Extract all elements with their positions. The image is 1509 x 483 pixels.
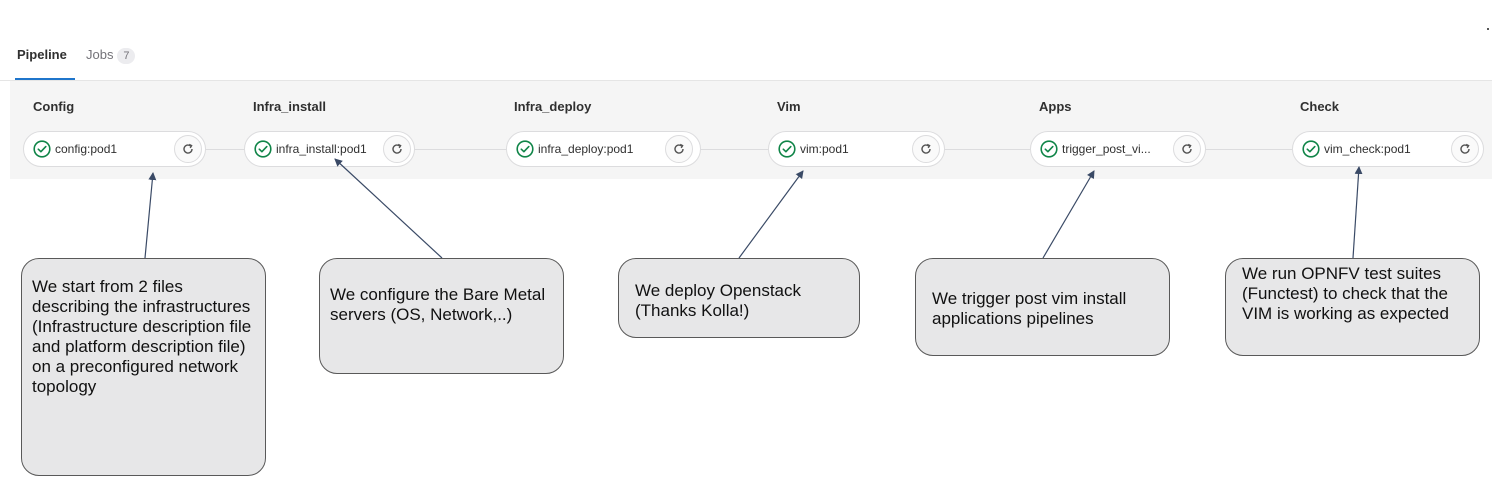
- retry-button[interactable]: [912, 135, 940, 163]
- job-infra-install[interactable]: infra_install:pod1: [244, 131, 415, 167]
- stage-connector: [410, 149, 508, 150]
- callout-check: We run OPNFV test suites (Functest) to c…: [1225, 258, 1480, 356]
- retry-button[interactable]: [383, 135, 411, 163]
- job-config[interactable]: config:pod1: [23, 131, 206, 167]
- status-success-icon: [1040, 140, 1058, 158]
- active-tab-indicator: [15, 78, 75, 80]
- tab-pipeline[interactable]: Pipeline: [15, 46, 75, 80]
- callout-config: We start from 2 files describing the inf…: [21, 258, 266, 476]
- stage-title-apps: Apps: [1039, 99, 1072, 114]
- job-infra-deploy[interactable]: infra_deploy:pod1: [506, 131, 701, 167]
- tab-pipeline-label: Pipeline: [17, 47, 67, 62]
- retry-icon: [392, 143, 402, 154]
- window-dot: [1487, 28, 1489, 30]
- callout-infra-deploy: We deploy Openstack (Thanks Kolla!): [618, 258, 860, 338]
- job-apps[interactable]: trigger_post_vi...: [1030, 131, 1206, 167]
- callout-text: We run OPNFV test suites (Functest) to c…: [1242, 264, 1449, 323]
- retry-button[interactable]: [1173, 135, 1201, 163]
- stage-title-infra-install: Infra_install: [253, 99, 326, 114]
- retry-icon: [1460, 143, 1470, 154]
- job-name: infra_deploy:pod1: [538, 142, 634, 156]
- job-vim[interactable]: vim:pod1: [768, 131, 945, 167]
- jobs-count-badge: 7: [117, 48, 136, 64]
- stage-connector: [1205, 149, 1292, 150]
- stage-connector: [205, 149, 245, 150]
- stage-connector: [944, 149, 1030, 150]
- stage-title-vim: Vim: [777, 99, 801, 114]
- retry-icon: [183, 143, 193, 154]
- status-success-icon: [778, 140, 796, 158]
- retry-button[interactable]: [174, 135, 202, 163]
- annotation-arrow: [1042, 170, 1095, 259]
- annotation-arrow: [144, 172, 157, 259]
- job-name: trigger_post_vi...: [1062, 142, 1151, 156]
- retry-icon: [1182, 143, 1192, 154]
- callout-infra-install: We configure the Bare Metal servers (OS,…: [319, 258, 564, 374]
- retry-icon: [674, 143, 684, 154]
- stage-title-infra-deploy: Infra_deploy: [514, 99, 592, 114]
- retry-button[interactable]: [665, 135, 693, 163]
- stage-title-check: Check: [1300, 99, 1340, 114]
- stage-title-config: Config: [33, 99, 75, 114]
- callout-text: We deploy Openstack (Thanks Kolla!): [635, 281, 801, 320]
- pipeline-graph: Config config:pod1 Infra_install infra_i…: [10, 81, 1492, 179]
- status-success-icon: [516, 140, 534, 158]
- annotation-arrow: [1352, 166, 1363, 259]
- tab-jobs-label: Jobs: [86, 47, 114, 62]
- job-name: config:pod1: [55, 142, 118, 156]
- callout-text: We trigger post vim install applications…: [932, 289, 1127, 328]
- status-success-icon: [33, 140, 51, 158]
- annotation-arrow: [334, 158, 443, 259]
- status-success-icon: [1302, 140, 1320, 158]
- job-name: vim:pod1: [800, 142, 849, 156]
- job-name: infra_install:pod1: [276, 142, 367, 156]
- job-check[interactable]: vim_check:pod1: [1292, 131, 1484, 167]
- retry-button[interactable]: [1451, 135, 1479, 163]
- annotation-arrow: [738, 170, 804, 259]
- callout-text: We start from 2 files describing the inf…: [32, 277, 252, 396]
- status-success-icon: [254, 140, 272, 158]
- job-name: vim_check:pod1: [1324, 142, 1411, 156]
- retry-icon: [921, 143, 931, 154]
- callout-apps: We trigger post vim install applications…: [915, 258, 1170, 356]
- callout-text: We configure the Bare Metal servers (OS,…: [330, 285, 546, 324]
- stage-connector: [700, 149, 768, 150]
